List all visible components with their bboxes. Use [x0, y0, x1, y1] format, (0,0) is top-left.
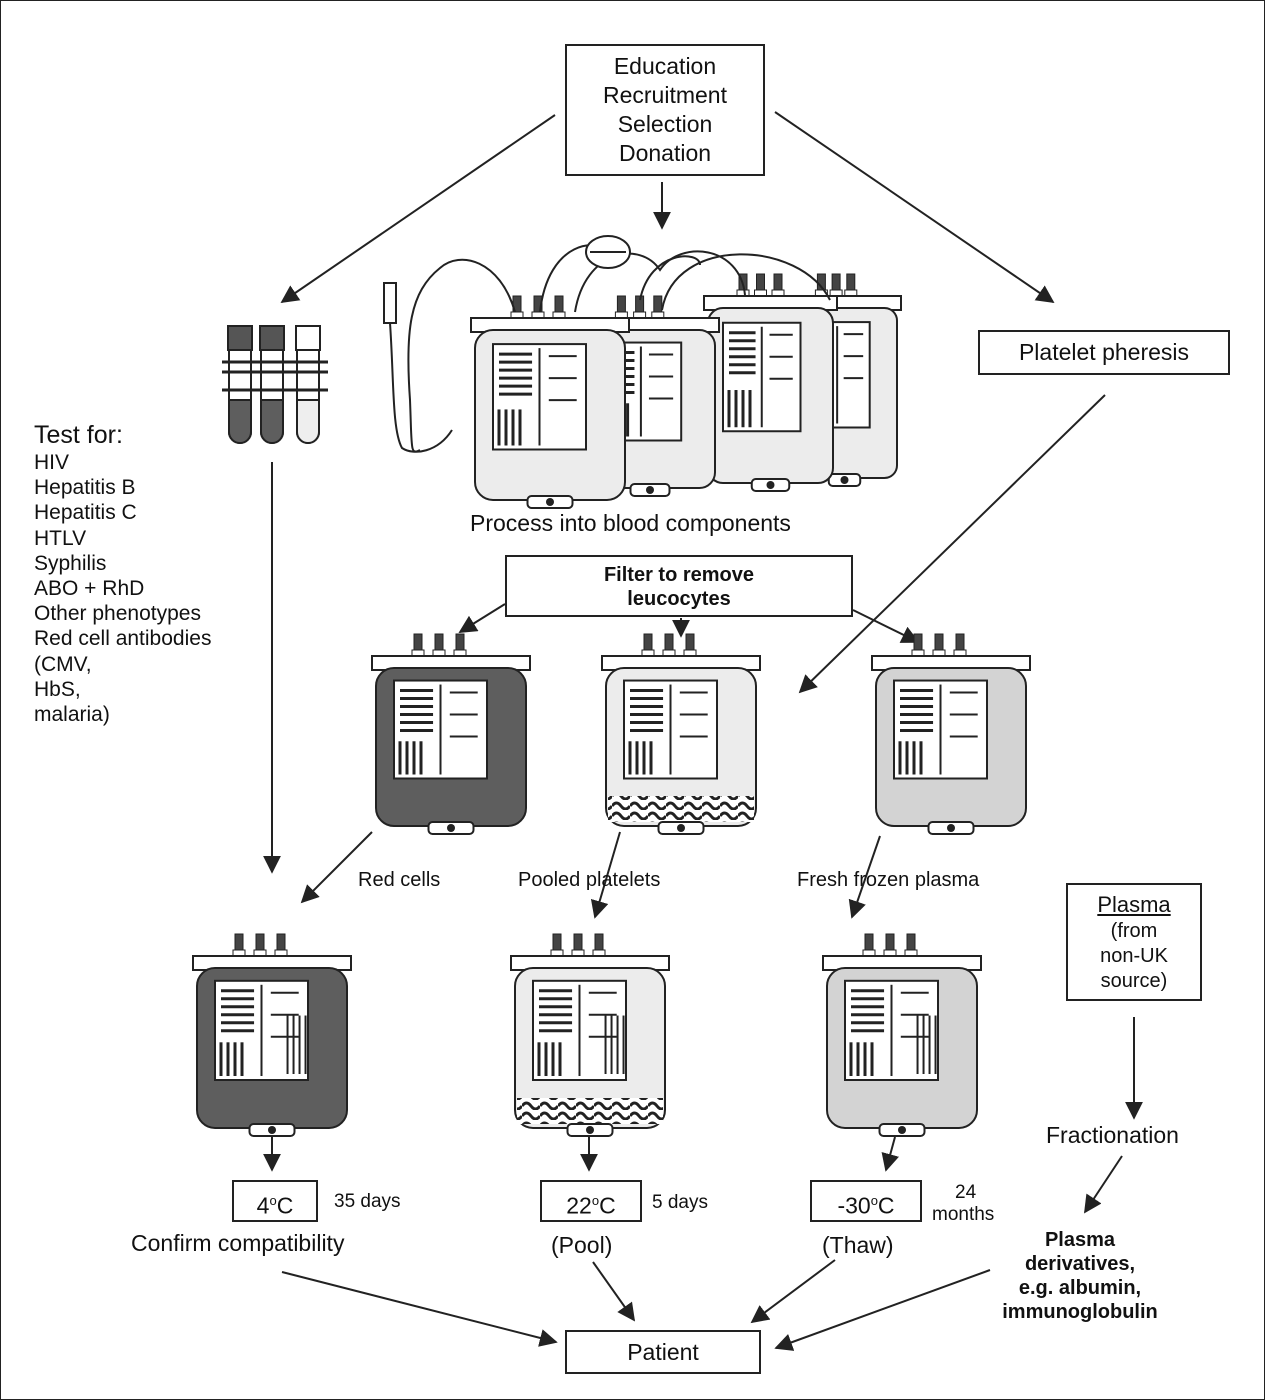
- plasma-source-title: Plasma: [1097, 892, 1171, 917]
- plasma-source-line: source): [1100, 970, 1168, 992]
- test-item: HTLV: [34, 526, 87, 550]
- donation-line: Selection: [617, 111, 713, 137]
- arrow-filter-red: [458, 603, 506, 633]
- pooled-platelets-final-bag: [510, 933, 670, 1137]
- storage-box-platelets: 22oC: [540, 1180, 642, 1222]
- derivatives-line: immunoglobulin: [1002, 1301, 1158, 1323]
- blood-bag-main: [470, 295, 630, 509]
- storage-temp-platelets: 22oC: [566, 1192, 616, 1219]
- plasma-final-bag: [822, 933, 982, 1137]
- test-item: Other phenotypes: [34, 602, 201, 626]
- arrow-derivatives-to-patient: [774, 1269, 991, 1351]
- arrow-to-pheresis: [774, 111, 1055, 304]
- storage-duration-plasma-value: 24: [955, 1182, 977, 1203]
- donation-box: Education Recruitment Selection Donation: [565, 44, 765, 176]
- red-cells-final-bag: [192, 933, 352, 1137]
- test-item: HbS,: [34, 677, 81, 701]
- storage-temp-plasma: -30oC: [837, 1192, 895, 1219]
- pool-label: (Pool): [551, 1232, 613, 1258]
- donation-line: Recruitment: [603, 82, 727, 108]
- blood-bag-back-2: [703, 273, 838, 492]
- filter-line: leucocytes: [627, 588, 731, 610]
- red-cells-bag: [371, 633, 531, 835]
- storage-box-plasma: -30oC: [810, 1180, 922, 1222]
- storage-box-red-cells: 4oC: [232, 1180, 318, 1222]
- thaw-label: (Thaw): [822, 1232, 894, 1258]
- patient-box: Patient: [565, 1330, 761, 1374]
- confirm-compatibility-label: Confirm compatibility: [131, 1230, 345, 1256]
- arrow-platelets-to-patient: [592, 1261, 636, 1322]
- needle-icon: [383, 282, 397, 324]
- arrow-red-to-patient: [281, 1271, 558, 1347]
- arrow-filter-plasma: [852, 609, 920, 643]
- plasma-source-line: non-UK: [1100, 945, 1168, 967]
- process-label: Process into blood components: [470, 510, 791, 536]
- arrow-plasma-to-storage: [881, 1136, 899, 1172]
- plasma-source-box: Plasma (from non-UK source): [1066, 883, 1202, 1001]
- derivatives-line: e.g. albumin,: [1018, 1277, 1142, 1299]
- fractionation-label: Fractionation: [1046, 1122, 1179, 1148]
- test-item: malaria): [34, 703, 110, 727]
- arrow-pheresis-platelets: [798, 394, 1106, 694]
- storage-temp-red: 4oC: [256, 1192, 294, 1219]
- plasma-derivatives-text: Plasma derivatives, e.g. albumin, immuno…: [980, 1228, 1180, 1324]
- red-cells-label: Red cells: [358, 869, 441, 891]
- donation-line: Donation: [618, 140, 712, 166]
- derivatives-line: Plasma: [1044, 1229, 1116, 1251]
- test-item: HIV: [34, 451, 70, 474]
- arrow-plasma-to-patient: [750, 1259, 836, 1324]
- plasma-source-line: (from: [1110, 920, 1158, 942]
- fresh-frozen-plasma-bag: [871, 633, 1031, 835]
- test-item: Syphilis: [34, 551, 107, 575]
- arrow-fractionation-to-derivatives: [1084, 1155, 1123, 1214]
- donation-line: Education: [613, 53, 717, 79]
- storage-duration-platelets: 5 days: [652, 1192, 708, 1213]
- sample-tube-icon: [227, 325, 253, 444]
- pooled-platelets-label: Pooled platelets: [518, 869, 661, 891]
- derivatives-line: derivatives,: [1024, 1253, 1136, 1275]
- sample-tube-icon: [259, 325, 285, 444]
- storage-duration-plasma-unit: months: [932, 1204, 995, 1225]
- platelet-pheresis-label: Platelet pheresis: [1018, 339, 1190, 365]
- arrow-platelets-to-final: [590, 831, 621, 919]
- test-item: Red cell antibodies: [34, 627, 212, 651]
- filter-box: Filter to remove leucocytes: [505, 555, 853, 617]
- arrow-red-to-final: [300, 831, 373, 904]
- test-item: ABO + RhD: [34, 577, 145, 601]
- arrow-to-tubes: [280, 114, 556, 304]
- test-item: (CMV,: [34, 652, 92, 676]
- test-item: Hepatitis B: [34, 476, 136, 500]
- platelet-pheresis-box: Platelet pheresis: [978, 330, 1230, 375]
- test-item: Hepatitis C: [34, 501, 137, 525]
- filter-line: Filter to remove: [603, 564, 755, 586]
- sample-tube-icon: [295, 325, 321, 444]
- tests-list: HIV Hepatitis B Hepatitis C HTLV Syphili…: [34, 450, 211, 727]
- fresh-frozen-plasma-label: Fresh frozen plasma: [797, 869, 980, 891]
- tubing: [383, 235, 831, 453]
- storage-duration-red: 35 days: [334, 1191, 401, 1212]
- patient-label: Patient: [627, 1339, 699, 1365]
- tests-title: Test for:: [34, 421, 123, 449]
- arrow-plasma-to-final: [848, 835, 881, 919]
- pooled-platelets-bag: [601, 633, 761, 835]
